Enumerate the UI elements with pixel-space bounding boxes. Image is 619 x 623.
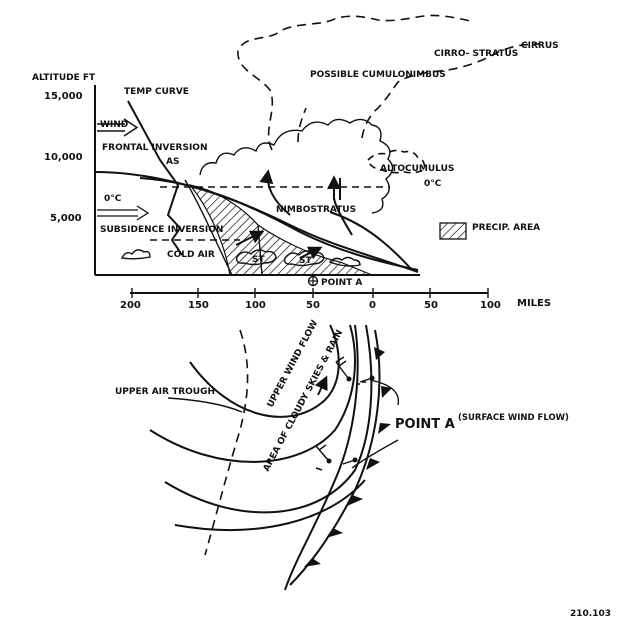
front-triangle: [374, 347, 385, 360]
dash-marks: [357, 381, 366, 385]
frontal-flow-line: [329, 211, 413, 271]
subsidence-inversion-label: SUBSIDENCE INVERSION: [100, 225, 223, 235]
precip-legend-swatch: [439, 222, 467, 240]
nimbostratus-label: NIMBOSTRATUS: [276, 205, 356, 215]
front-triangle: [366, 458, 380, 470]
altitude-tick-label: 15,000: [44, 91, 83, 102]
zero-c-left-label: 0°C: [104, 194, 122, 204]
figure-number: 210.103: [570, 609, 611, 619]
frontal-surface-upper: [139, 177, 419, 271]
precip-arrow: [235, 230, 265, 246]
distance-tick-label: 0: [369, 300, 376, 311]
altocumulus-outline: [367, 149, 426, 174]
cirrostratus-outline: [361, 43, 541, 139]
stratus-cloud-1: [235, 249, 277, 266]
point-a-plan-label: POINT A: [395, 417, 455, 432]
altitude-tick-label: 10,000: [44, 152, 83, 163]
point-a-label: POINT A: [321, 278, 362, 288]
upper-air-trough-line: [204, 329, 249, 556]
upper-wind-flow-arrow: [314, 375, 328, 396]
anvil-outline: [237, 14, 475, 151]
upper-wind-flow-label: UPPER WIND FLOW: [266, 319, 321, 410]
point-a-leader-down: [351, 439, 399, 469]
dash-marks: [315, 467, 323, 471]
surface-wind-barb-4: [342, 457, 358, 465]
precip-legend-label: PRECIP. AREA: [472, 223, 540, 233]
as-label: AS: [166, 157, 179, 167]
distance-tick-label: 100: [245, 300, 266, 311]
frontal-inversion-label: FRONTAL INVERSION: [102, 143, 207, 153]
plan-view: UPPER AIR TROUGH UPPER WIND FLOW AREA OF…: [115, 319, 569, 591]
warm-front-line: [284, 324, 359, 591]
cirrostratus-label: CIRRO- STRATUS: [434, 49, 518, 59]
precip-arrow-2: [299, 246, 323, 260]
altitude-tick-label: 5,000: [50, 213, 82, 224]
surface-wind-barb-1: [335, 356, 352, 382]
flow-curve-3: [164, 324, 373, 514]
surface-wind-barb-2: [315, 440, 332, 464]
front-triangle: [378, 423, 391, 434]
front-triangle: [381, 386, 392, 398]
distance-tick-label: 100: [480, 300, 501, 311]
possible-cb-label: POSSIBLE CUMULONIMBUS: [310, 70, 446, 80]
distance-tick-label: 150: [188, 300, 209, 311]
rising-air-arrow-1: [259, 169, 291, 216]
zero-c-right-label: 0°C: [424, 179, 442, 189]
front-triangle: [347, 495, 363, 506]
cross-section: ALTITUDE FT 15,000 10,000 5,000 200 150 …: [32, 14, 559, 311]
temp-curve-label: TEMP CURVE: [124, 87, 189, 97]
wind-label: WIND: [100, 120, 128, 130]
distance-tick-label: 50: [306, 300, 320, 311]
trough-leader: [167, 397, 243, 413]
stratus-cloud-2: [283, 250, 325, 267]
cold-air-label: COLD AIR: [167, 250, 215, 260]
low-cloud-puff: [120, 249, 151, 260]
temp-curve: [127, 100, 183, 256]
wind-arrow-upper: [97, 118, 139, 137]
stratus-cloud-3: [328, 256, 361, 267]
distance-tick-label: 50: [424, 300, 438, 311]
nimbostratus-cloud-top: [199, 118, 394, 214]
cirrus-label: CIRRUS: [521, 41, 559, 51]
frontal-surface: [94, 171, 419, 273]
altitude-axis-label: ALTITUDE FT: [32, 73, 96, 83]
front-triangle: [326, 528, 343, 538]
cold-air-boundary: [184, 179, 233, 276]
wind-arrow-lower: [97, 205, 150, 221]
distance-unit-label: MILES: [517, 298, 551, 309]
upper-air-trough-label: UPPER AIR TROUGH: [115, 387, 215, 397]
point-a-leader-up: [369, 379, 400, 406]
flow-curve-4: [174, 479, 366, 531]
altocumulus-label: ALTOCUMULUS: [380, 164, 454, 174]
rising-air-line: [333, 197, 353, 236]
surface-wind-flow-label: (SURFACE WIND FLOW): [458, 413, 569, 423]
flow-curve-2: [149, 324, 356, 463]
st-label-2: ST: [299, 256, 312, 266]
flow-curve-1: [189, 324, 340, 418]
st-label-1: ST: [252, 255, 265, 265]
distance-scale: 200 150 100 50 0 50 100 MILES: [120, 288, 551, 311]
distance-tick-label: 200: [120, 300, 141, 311]
front-triangle: [304, 558, 321, 567]
cb-dash: [297, 107, 307, 143]
